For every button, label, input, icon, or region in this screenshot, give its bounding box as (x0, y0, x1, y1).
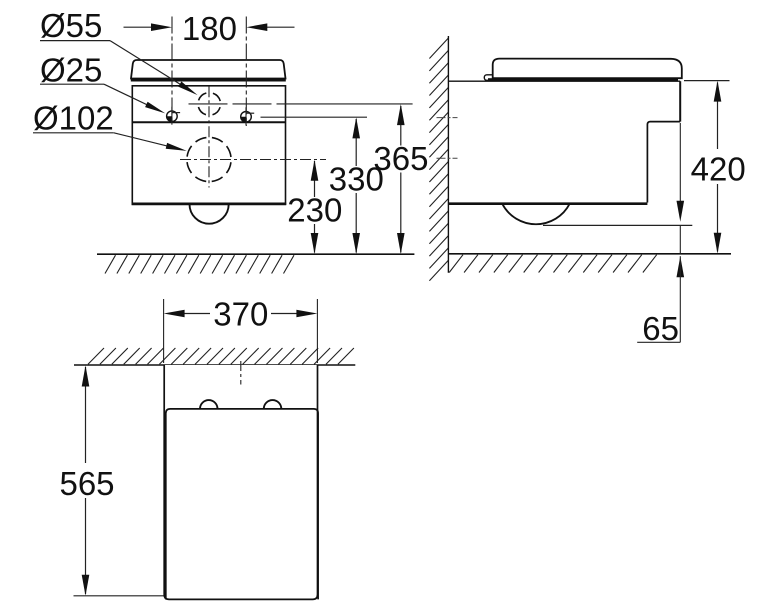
svg-text:365: 365 (373, 140, 428, 177)
svg-text:Ø102: Ø102 (33, 99, 114, 136)
svg-text:180: 180 (182, 10, 237, 47)
svg-text:230: 230 (287, 191, 342, 228)
svg-text:Ø25: Ø25 (40, 51, 102, 88)
svg-text:Ø55: Ø55 (40, 7, 102, 44)
svg-text:330: 330 (329, 161, 384, 198)
svg-text:420: 420 (691, 151, 746, 188)
svg-text:65: 65 (642, 310, 679, 347)
svg-text:565: 565 (59, 465, 114, 502)
svg-text:370: 370 (213, 296, 268, 333)
